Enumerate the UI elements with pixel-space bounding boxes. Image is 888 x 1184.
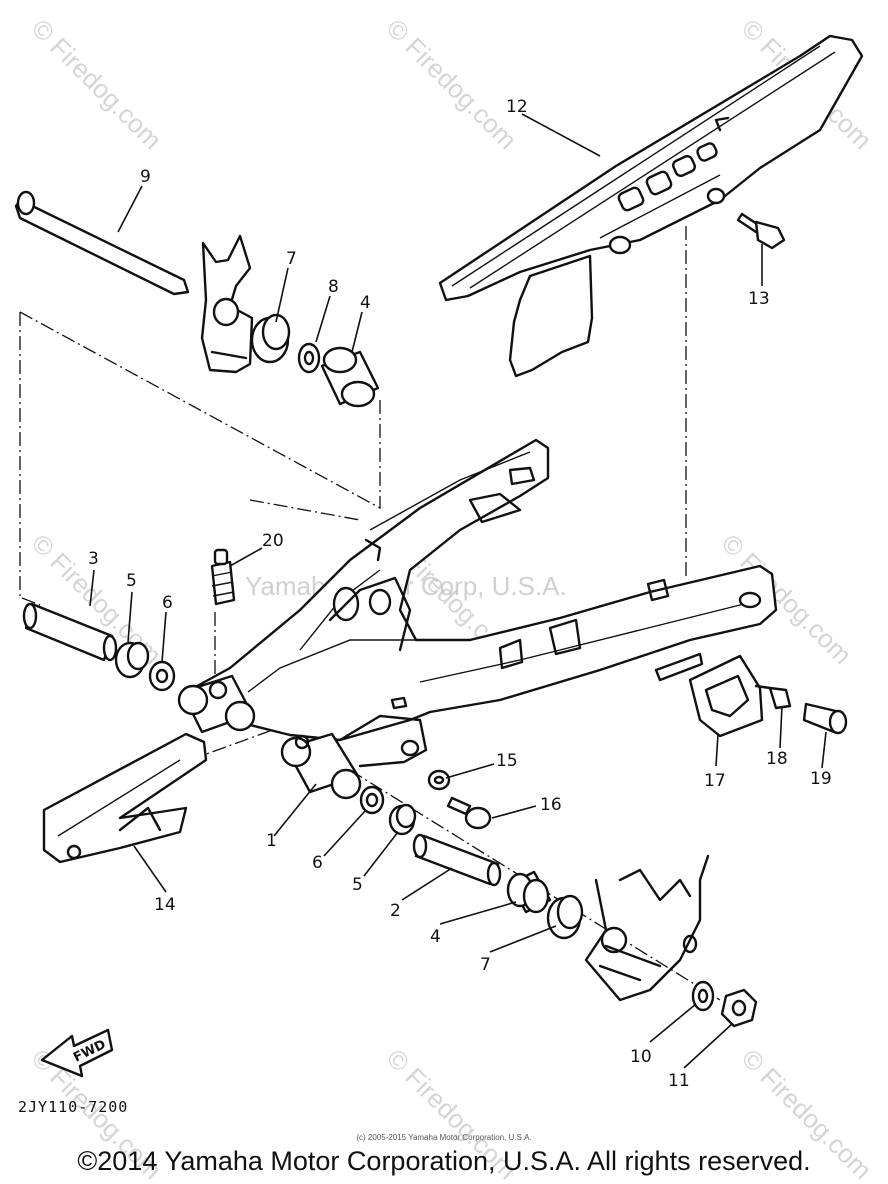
callout-8: 8 (328, 277, 339, 297)
bushing-4-top (320, 346, 380, 408)
frame-bracket-bottom (584, 854, 710, 1002)
callout-18: 18 (766, 749, 788, 769)
bolt-13 (736, 212, 786, 250)
collar-7-bottom (546, 894, 584, 940)
callout-2: 2 (390, 901, 401, 921)
seal-6-left (148, 660, 176, 692)
bolt-19 (802, 702, 848, 735)
swingarm-body (177, 438, 778, 800)
callout-17: 17 (704, 771, 726, 791)
pivot-shaft-9 (14, 190, 190, 296)
callout-4-top: 4 (360, 293, 371, 313)
collar-7-top (250, 313, 291, 364)
chain-slider-14 (42, 732, 208, 864)
washer-15 (427, 769, 451, 791)
callout-10: 10 (630, 1047, 652, 1067)
frame-bracket-top (200, 234, 254, 374)
seal-6-bottom (359, 785, 385, 815)
chain-guard-12 (438, 34, 864, 378)
callout-5-left: 5 (126, 571, 137, 591)
callout-6-left: 6 (162, 593, 173, 613)
callout-11: 11 (668, 1071, 690, 1091)
callout-5-bottom: 5 (352, 875, 363, 895)
callout-3: 3 (88, 549, 99, 569)
callout-6-bottom: 6 (312, 853, 323, 873)
callout-20: 20 (262, 531, 284, 551)
callout-9: 9 (140, 167, 151, 187)
callout-4-bottom: 4 (430, 927, 441, 947)
callout-12: 12 (506, 97, 528, 117)
callout-1: 1 (266, 831, 277, 851)
watermark-top-center: © Firedog.com (381, 13, 523, 155)
bearing-5-bottom (388, 803, 417, 836)
callout-14: 14 (154, 895, 176, 915)
bushing-4-bottom (506, 870, 552, 914)
small-copyright-notice: (c) 2005-2015 Yamaha Motor Corporation, … (356, 1133, 532, 1142)
bearing-5-left (114, 641, 150, 679)
callout-7-bottom: 7 (480, 955, 491, 975)
callout-19: 19 (810, 769, 832, 789)
callout-7-top: 7 (286, 249, 297, 269)
bolt-16 (446, 796, 492, 830)
washer-8 (297, 342, 321, 374)
collar-2 (412, 833, 502, 887)
bolt-18 (754, 684, 792, 710)
collar-3 (22, 602, 118, 662)
callout-13: 13 (748, 289, 770, 309)
watermark-top-left: © Firedog.com (26, 13, 168, 155)
leader-lines (89, 113, 827, 1069)
chain-puller-17 (654, 652, 764, 738)
grease-nipple-20 (210, 548, 236, 606)
copyright-notice: ©2014 Yamaha Motor Corporation, U.S.A. A… (77, 1146, 811, 1176)
washer-10 (691, 980, 715, 1012)
callout-15: 15 (496, 751, 518, 771)
diagram-code: 2JY110-7200 (18, 1098, 128, 1116)
nut-11 (720, 988, 758, 1028)
callout-numbers: 9 7 8 4 12 13 20 3 5 6 15 16 1 6 5 2 4 7… (88, 97, 832, 1091)
callout-16: 16 (540, 795, 562, 815)
